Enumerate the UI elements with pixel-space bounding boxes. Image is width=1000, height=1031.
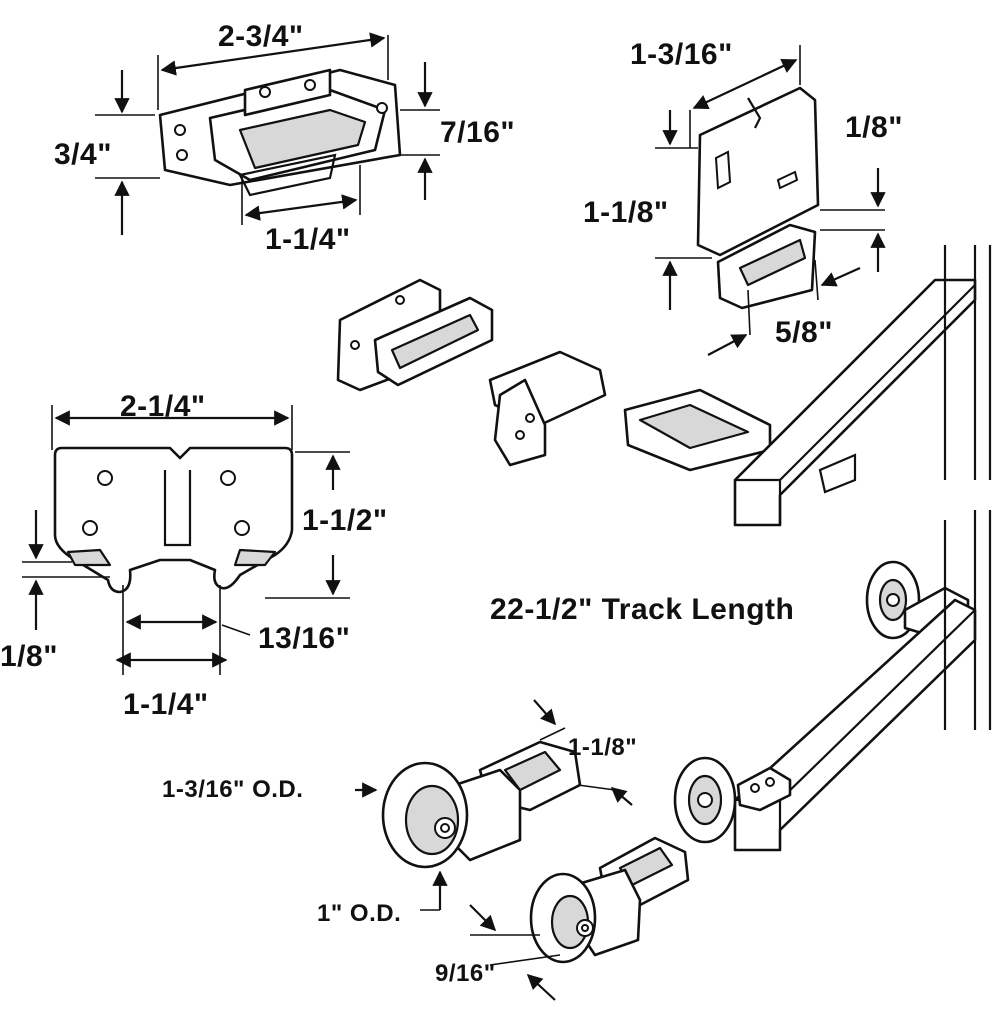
bracket-height-label: 1-1/8" <box>583 196 669 229</box>
track-length-label: 22-1/2" Track Length <box>490 593 795 626</box>
guide-channel-height-label: 7/16" <box>440 116 516 149</box>
track-assembly <box>336 245 992 527</box>
guide-width-label: 2-3/4" <box>218 20 304 53</box>
guide-channel-width-label: 1-1/4" <box>265 223 351 256</box>
rear-plate <box>53 446 294 594</box>
roller-small-od-label: 1" O.D. <box>317 900 402 927</box>
mounting-bracket <box>696 86 820 310</box>
plate-width-label: 2-1/4" <box>120 390 206 423</box>
bracket-width-label: 1-3/16" <box>630 38 733 71</box>
plate-height-label: 1-1/2" <box>302 504 388 537</box>
bracket-slot-label: 5/8" <box>775 316 833 349</box>
small-roller <box>529 836 690 964</box>
plate-slot-spacing-label: 13/16" <box>258 622 351 655</box>
roller-track <box>673 510 992 852</box>
plate-hole-spacing-label: 1-1/4" <box>123 688 209 721</box>
roller-mount-width-label: 1-1/8" <box>568 734 638 761</box>
large-roller <box>381 740 582 869</box>
guide-height-label: 3/4" <box>54 138 112 171</box>
plate-thickness-label: 1/8" <box>0 640 58 673</box>
roller-large-od-label: 1-3/16" O.D. <box>162 776 304 803</box>
drawer-guide <box>158 68 402 197</box>
roller-width-label: 9/16" <box>435 960 496 987</box>
bracket-thickness-label: 1/8" <box>845 111 903 144</box>
